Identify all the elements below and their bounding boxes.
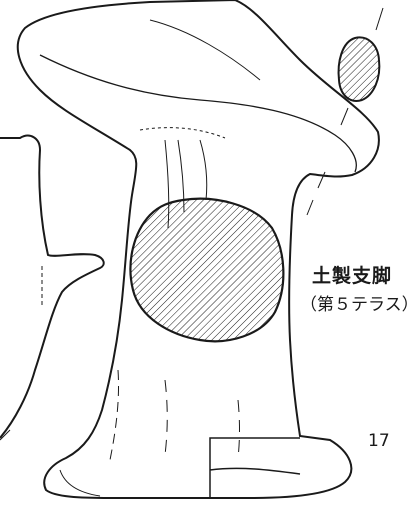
side-profile <box>0 134 105 439</box>
lower-contour-2 <box>164 379 168 456</box>
top-inner-curve <box>149 19 261 81</box>
axis-line-bottom <box>340 107 349 126</box>
artifact-sublabel: （第５テラス） <box>300 295 419 315</box>
top-rim-line <box>39 54 357 173</box>
neck-hatched-cue <box>139 127 226 139</box>
lower-contour-1 <box>109 369 120 461</box>
base-section <box>209 437 301 498</box>
neck-contour-right <box>199 139 208 201</box>
lower-contour-3 <box>237 399 240 459</box>
axis-line-right-upper <box>317 171 326 189</box>
cross-section-large <box>129 197 285 343</box>
artifact-drawing <box>0 0 384 499</box>
cross-section-small <box>337 36 381 102</box>
artifact-label: 土製支脚 <box>312 265 393 287</box>
side-profile-base <box>0 429 11 441</box>
base-foot-line <box>59 469 101 497</box>
axis-line-top <box>375 7 384 31</box>
pedestal-outline <box>16 0 380 499</box>
figure-number: 17 <box>368 431 390 451</box>
axis-line-right-lower <box>306 199 314 216</box>
